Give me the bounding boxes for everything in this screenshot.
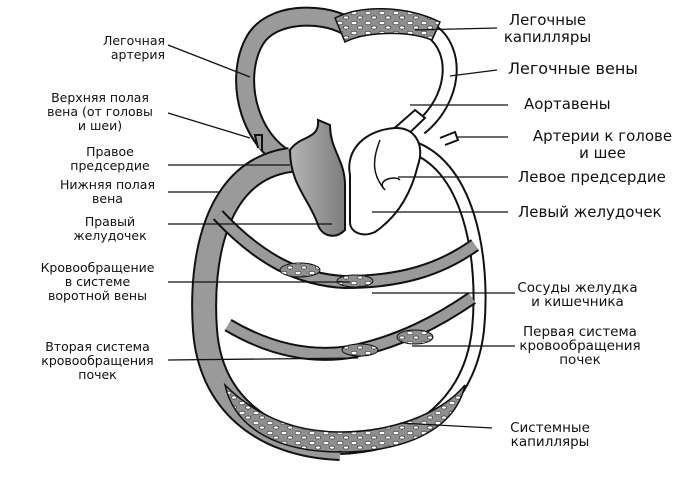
- label-head-neck-arteries: Артерии к голове и шее: [532, 127, 673, 162]
- label-pulmonary-veins: Легочные вены: [508, 59, 638, 78]
- kidney-loop: [224, 292, 476, 361]
- label-left-ventricle: Левый желудочек: [518, 203, 662, 221]
- label-inferior-vena-cava: Нижняя полая вена: [60, 177, 155, 206]
- systemic-capillaries: [223, 382, 466, 453]
- label-systemic-capillaries: Системные капилляры: [510, 420, 590, 450]
- leader-lines: [167, 27, 515, 429]
- label-second-kidney-system: Вторая система кровообращения почек: [41, 339, 154, 382]
- label-first-kidney-system: Первая система кровообращения почек: [519, 324, 641, 368]
- label-right-ventricle: Правый желудочек: [73, 214, 147, 243]
- pulmonary-capillaries: [334, 7, 441, 44]
- label-aorta: Аортавены: [524, 95, 611, 113]
- right-heart: [288, 118, 346, 237]
- label-pulmonary-capillaries: Легочные капилляры: [503, 11, 592, 46]
- pulmonary-loop: [235, 6, 458, 175]
- portal-loop: [212, 210, 480, 290]
- label-gut-vessels: Сосуды желудка и кишечника: [517, 280, 638, 310]
- heart: [288, 118, 422, 237]
- label-pulmonary-artery: Легочная артерия: [102, 33, 165, 62]
- label-left-atrium: Левое предсердие: [518, 168, 666, 186]
- label-right-atrium: Правое предсердие: [70, 144, 150, 173]
- label-portal-circulation: Кровообращение в системе воротной вены: [40, 260, 155, 303]
- label-superior-vena-cava: Верхняя полая вена (от головы и шеи): [47, 90, 153, 133]
